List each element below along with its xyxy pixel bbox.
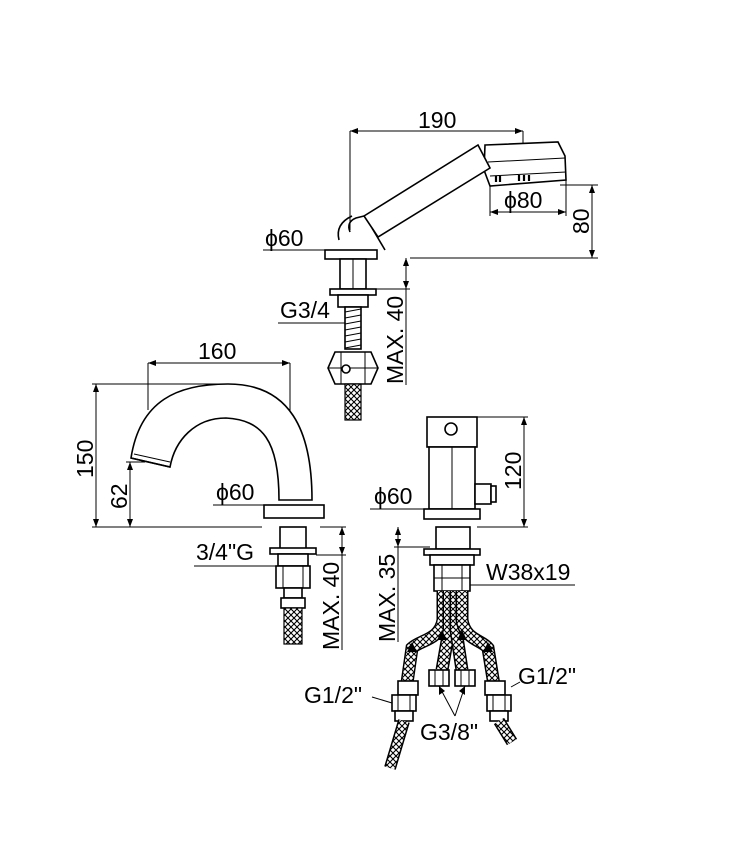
- dim-spout-max-deck: MAX. 40: [318, 562, 344, 650]
- label-mixer-hose-mid: G3/8": [420, 719, 478, 745]
- dim-hand-shower-base-diameter: ϕ60: [265, 225, 303, 251]
- dim-spout-reach: 160: [198, 338, 236, 364]
- dim-mixer-nut: W38x19: [486, 559, 570, 585]
- hand-shower-view: 190 ϕ80 80 ϕ60: [263, 107, 598, 421]
- mixer-view: 120 ϕ60 W38x19 MAX. 35: [304, 416, 576, 770]
- dim-mixer-height: 120: [500, 452, 526, 490]
- dim-hand-shower-max-deck: MAX. 40: [382, 296, 408, 384]
- dim-mixer-max-deck: MAX. 35: [374, 554, 400, 642]
- dim-spout-outlet-height: 62: [106, 483, 132, 509]
- dim-spout-base-diameter: ϕ60: [216, 479, 254, 505]
- label-mixer-hose-left: G1/2": [304, 682, 362, 708]
- spout-view: 160 150 62 ϕ60 3/4"G: [72, 338, 346, 650]
- dim-hand-shower-height: 80: [568, 208, 594, 234]
- dim-spout-height: 150: [72, 440, 98, 478]
- dim-hand-shower-thread: G3/4: [280, 297, 330, 323]
- dim-hand-shower-head-diameter: ϕ80: [504, 187, 542, 213]
- label-mixer-hose-right: G1/2": [518, 663, 576, 689]
- dim-hand-shower-length: 190: [418, 107, 456, 133]
- dim-mixer-base-diameter: ϕ60: [374, 483, 412, 509]
- dim-spout-thread: 3/4"G: [196, 539, 254, 565]
